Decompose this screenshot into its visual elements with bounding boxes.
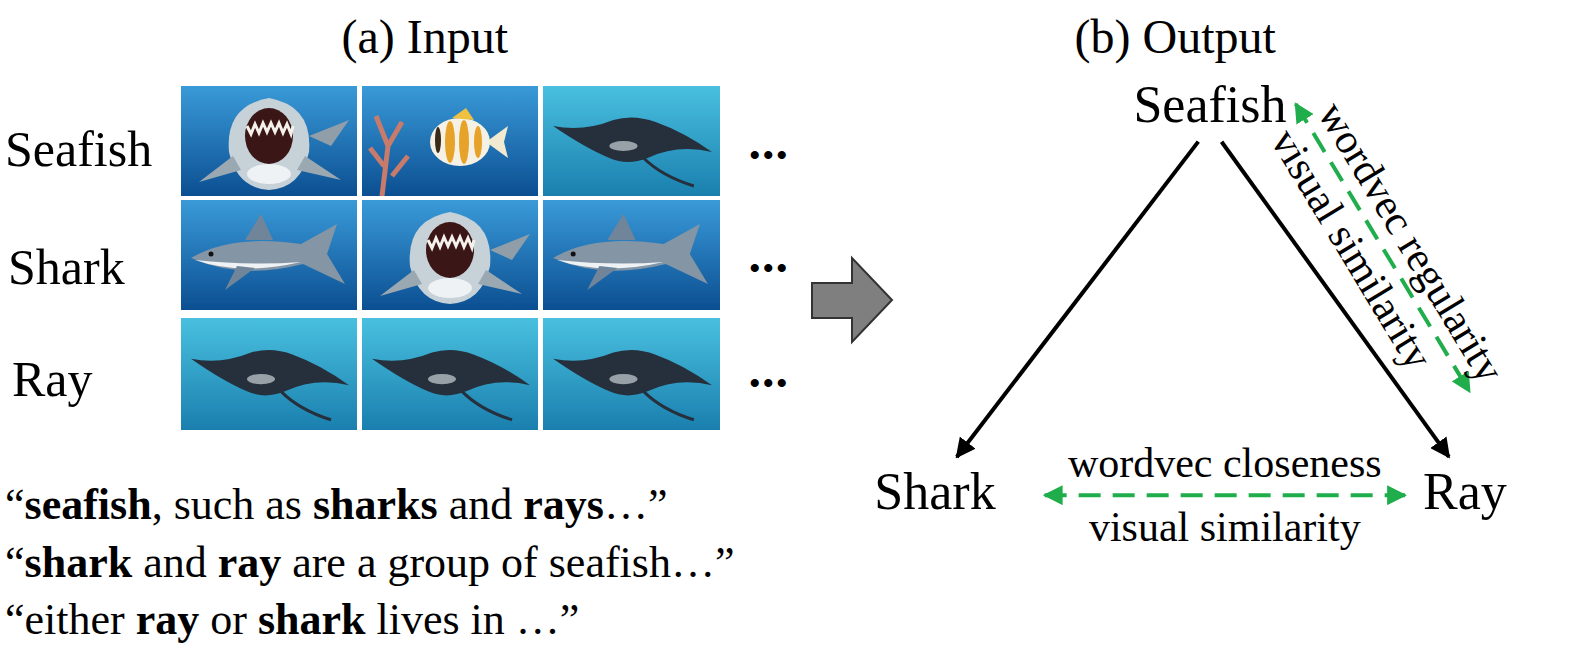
quote-text: “either ray or shark lives in …” xyxy=(5,595,579,646)
photo xyxy=(362,318,538,430)
photo xyxy=(362,200,538,310)
panel-title: (a) Input xyxy=(342,9,509,64)
ellipsis-dots: ••• xyxy=(750,138,791,173)
concept-node: Ray xyxy=(1419,460,1511,524)
photo xyxy=(543,200,720,310)
relation-label: visual similarity xyxy=(1089,506,1361,548)
ellipsis-dots: ••• xyxy=(750,251,791,286)
ray-picture xyxy=(191,350,349,420)
hierarchy-arrow xyxy=(957,142,1198,457)
relation-arrow xyxy=(1045,493,1405,497)
ray-picture xyxy=(553,350,712,420)
ellipsis-dots: ••• xyxy=(750,366,791,401)
node-label: Seafish xyxy=(1133,75,1286,135)
node-label: Shark xyxy=(874,462,995,522)
relation-label: wordvec closeness xyxy=(1068,442,1382,484)
row-label: Shark xyxy=(8,239,125,297)
photo xyxy=(362,86,538,196)
photo xyxy=(181,86,357,196)
shark-picture xyxy=(199,98,349,190)
concept-node: Shark xyxy=(870,460,999,524)
ray-picture xyxy=(372,350,530,420)
ray-picture xyxy=(553,117,712,186)
shark-picture xyxy=(553,214,708,290)
shark-picture xyxy=(380,212,530,304)
row-label: Ray xyxy=(12,351,93,409)
shark-picture xyxy=(191,214,345,290)
node-label: Ray xyxy=(1423,462,1507,522)
photo xyxy=(181,200,357,310)
photo xyxy=(181,318,357,430)
concept-node: Seafish xyxy=(1129,73,1290,137)
photo xyxy=(543,318,720,430)
quote-text: “shark and ray are a group of seafish…” xyxy=(5,538,734,589)
fish-picture xyxy=(370,108,508,196)
photo xyxy=(543,86,720,196)
quote-text: “seafish, such as sharks and rays…” xyxy=(5,480,667,531)
relation-arrow xyxy=(1296,104,1470,392)
row-label: Seafish xyxy=(5,121,152,179)
process-arrow xyxy=(812,258,892,342)
panel-title: (b) Output xyxy=(1075,9,1276,64)
